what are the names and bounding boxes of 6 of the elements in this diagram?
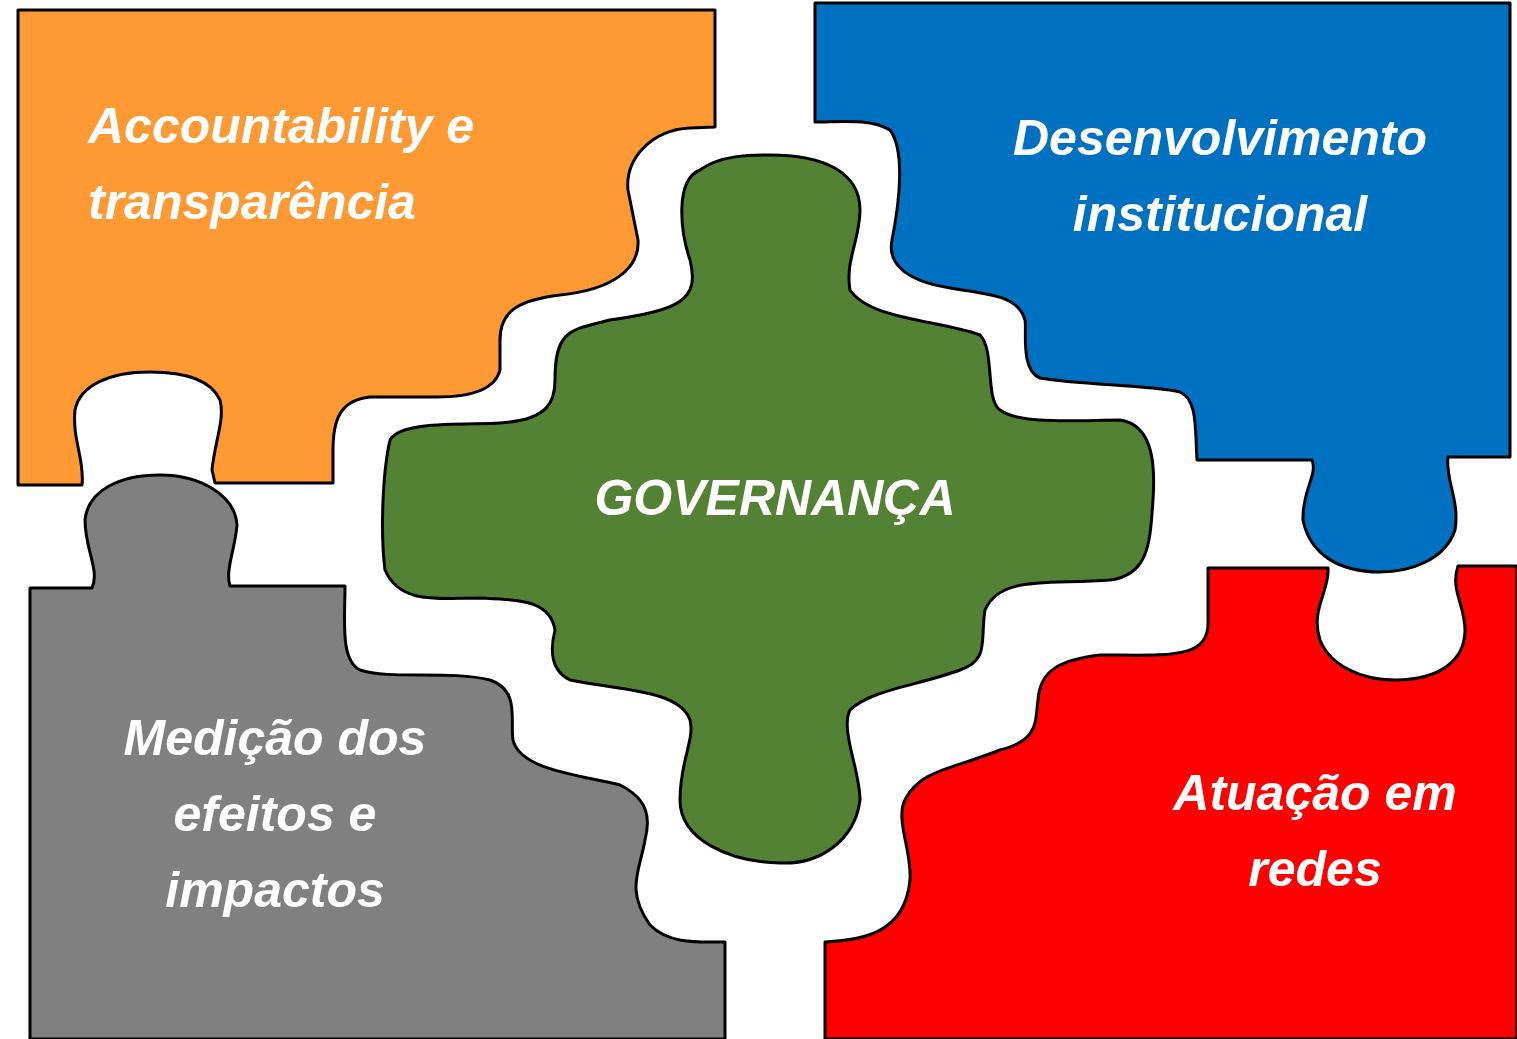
puzzle-piece <box>821 562 1517 1039</box>
piece-label: Medição dos efeitos e impactos <box>122 709 428 920</box>
piece-label: Atuação em redes <box>1171 764 1458 899</box>
piece-label: GOVERNANÇA <box>593 469 957 528</box>
piece-label: Accountability e transparência <box>88 97 476 232</box>
piece-label: Desenvolvimento institucional <box>1012 109 1428 244</box>
